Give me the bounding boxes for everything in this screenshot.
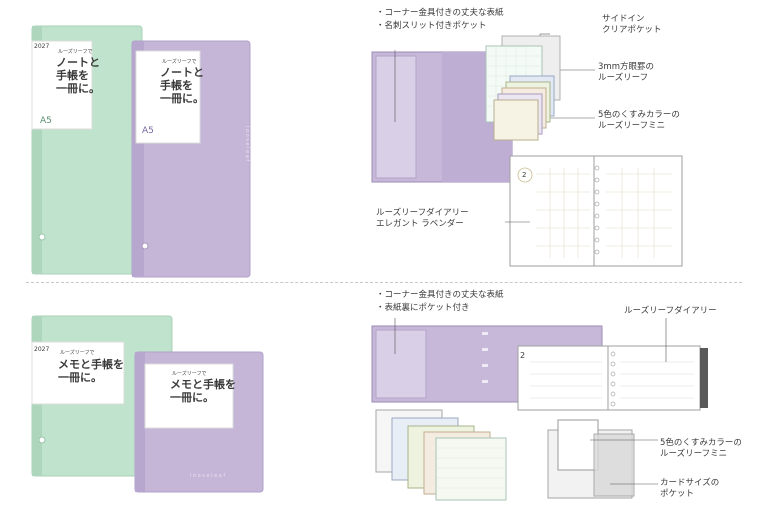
bottom-green-band-subtitle: ルーズリーフで [60,350,95,356]
purple-band-subtitle: ルーズリーフで [162,59,197,65]
top-features: ・コーナー金具付きの丈夫な表紙 ・名刺スリット付きポケット [376,8,504,31]
label-mini-sheets-top: 5色のくすみカラーの ルーズリーフミニ [598,110,680,131]
bottom-features: ・コーナー金具付きの丈夫な表紙 ・表紙裏にポケット付き [376,290,504,313]
calendar-number-top: 2 [522,171,527,179]
label-graph-paper: 3mm方眼罫の ルーズリーフ [598,62,654,83]
svg-text:l o o s e l e a f: l o o s e l e a f [190,473,225,479]
bottom-green-band-headline: メモと手帳を 一冊に。 [58,358,124,384]
section-divider [26,282,742,283]
green-size-label: A5 [40,116,52,126]
bottom-green-band-year: 2027 [34,346,50,353]
green-band-headline: ノートと 手帳を 一冊に。 [56,56,100,95]
label-mini-sheets-bottom: 5色のくすみカラーの ルーズリーフミニ [660,438,742,459]
bottom-binders-illustration: l o o s e l e a f [31,315,264,493]
purple-size-label: A5 [142,126,154,136]
label-diary-top: ルーズリーフダイアリー エレガント ラベンダー [376,208,469,229]
bottom-diagram [371,318,708,501]
green-band-subtitle: ルーズリーフで [58,49,93,55]
label-diary-bottom: ルーズリーフダイアリー [624,306,717,316]
bottom-purple-band-headline: メモと手帳を 一冊に。 [170,378,236,404]
purple-band-headline: ノートと 手帳を 一冊に。 [160,66,204,105]
label-card-pocket: カードサイズの ポケット [660,478,720,499]
svg-text:l o o s e l e a f: l o o s e l e a f [244,126,250,161]
bottom-binders: l o o s e l e a f 2027 ルーズリーフで メモと手帳を 一冊… [20,312,270,502]
green-band-year: 2027 [34,43,50,50]
top-binders: l o o s e l e a f 2027 ルーズリーフで ノートと 手帳を … [20,16,270,278]
bottom-purple-band-subtitle: ルーズリーフで [172,371,207,377]
top-binders-illustration: l o o s e l e a f [31,25,251,278]
label-side-pocket: サイドイン クリアポケット [602,14,662,35]
calendar-number-bottom: 2 [520,351,526,360]
top-diagram [371,33,683,267]
